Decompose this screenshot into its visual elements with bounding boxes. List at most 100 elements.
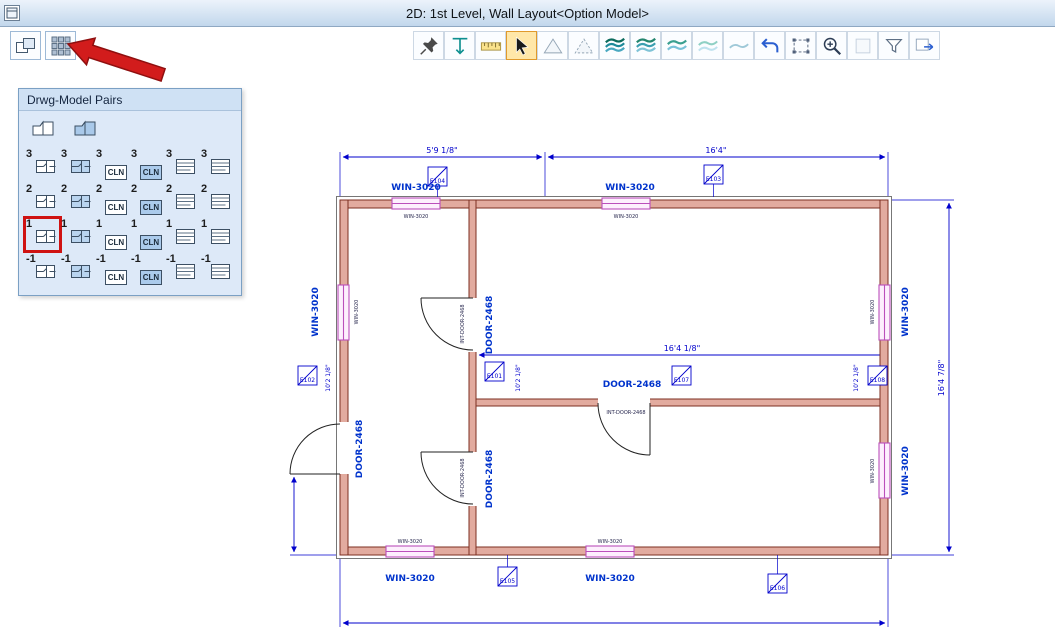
annotation-arrow-icon (66, 37, 167, 83)
pair-level-number: -1 (26, 253, 36, 265)
fence-button[interactable] (568, 31, 599, 60)
selection-box-icon (792, 37, 809, 54)
main-toolbar (413, 31, 940, 60)
svg-text:INT-DOOR-2468: INT-DOOR-2468 (460, 458, 466, 497)
stack-pair-icon (211, 229, 230, 244)
pair-model-icon (74, 120, 96, 136)
drwg-model-pairs-button[interactable] (10, 31, 41, 60)
drawing-canvas[interactable]: E104 E103 E102 E101 E107 E108 E105 E106 … (280, 140, 970, 636)
polygon-button[interactable] (537, 31, 568, 60)
tag-bottom-right: E106 (767, 555, 788, 594)
pair-cell-2-0[interactable]: 2 (25, 183, 60, 216)
app-icon[interactable] (4, 5, 20, 21)
svg-text:5'9 1/8": 5'9 1/8" (426, 146, 457, 155)
svg-text:E104: E104 (430, 178, 445, 185)
svg-text:E107: E107 (674, 377, 689, 384)
tag-bottom-left: E105 (497, 555, 518, 587)
pair-cell-3-1[interactable]: 3 (60, 148, 95, 181)
vertical-measure-icon (452, 37, 467, 55)
selection-box-button[interactable] (785, 31, 816, 60)
pair-cell--1-4[interactable]: -1 (165, 253, 200, 286)
svg-text:WIN-3020: WIN-3020 (614, 214, 639, 220)
pair-level-number: -1 (131, 253, 141, 265)
pair-cell-2-5[interactable]: 2 (200, 183, 235, 216)
svg-text:10'2 1/8": 10'2 1/8" (515, 364, 522, 392)
plan-pair-icon (36, 160, 56, 173)
surface-stack-mid-button[interactable] (630, 31, 661, 60)
pair-cell-2-4[interactable]: 2 (165, 183, 200, 216)
pair-cell-2-1[interactable]: 2 (60, 183, 95, 216)
pair-cell--1-5[interactable]: -1 (200, 253, 235, 286)
surface-single-button[interactable] (723, 31, 754, 60)
vertical-measure-button[interactable] (444, 31, 475, 60)
svg-text:DOOR-2468: DOOR-2468 (355, 420, 365, 479)
svg-text:WIN-3020: WIN-3020 (354, 300, 360, 325)
palette-title[interactable]: Drwg-Model Pairs (19, 89, 241, 111)
pair-cell--1-1[interactable]: -1 (60, 253, 95, 286)
svg-text:WIN-3020: WIN-3020 (901, 446, 911, 496)
svg-text:INT-DOOR-2468: INT-DOOR-2468 (606, 410, 645, 416)
tag-top-left: E104 (427, 166, 448, 197)
filter-icon (884, 38, 903, 53)
tiny-annotations: WIN-3020 WIN-3020 WIN-3020 WIN-3020 WIN-… (354, 214, 876, 545)
select-arrow-button[interactable] (506, 31, 537, 60)
blank-button[interactable] (847, 31, 878, 60)
surface-stack-light-button[interactable] (661, 31, 692, 60)
pair-cell-1-4[interactable]: 1 (165, 218, 200, 251)
surface-pair-button[interactable] (692, 31, 723, 60)
svg-text:E101: E101 (487, 373, 502, 380)
blank-icon (855, 38, 870, 53)
pair-cell--1-0[interactable]: -1 (25, 253, 60, 286)
svg-text:WIN-3020: WIN-3020 (585, 574, 635, 584)
tag-interior: E101 (484, 361, 505, 382)
pair-cell-1-5[interactable]: 1 (200, 218, 235, 251)
surface-stack-icon (666, 39, 687, 50)
ruler-icon (480, 41, 501, 51)
zoom-in-button[interactable] (816, 31, 847, 60)
pair-drawing-button[interactable] (28, 117, 58, 141)
pair-cell-1-1[interactable]: 1 (60, 218, 95, 251)
pair-level-number: 1 (61, 218, 68, 230)
export-view-button[interactable] (909, 31, 940, 60)
pushpin-icon (419, 36, 438, 55)
pair-level-number: 1 (26, 218, 33, 230)
pair-level-number: -1 (201, 253, 211, 265)
svg-text:WIN-3020: WIN-3020 (870, 459, 876, 484)
pair-cell-3-4[interactable]: 3 (165, 148, 200, 181)
plan-pair-icon (71, 265, 91, 278)
doors (289, 297, 651, 505)
undo-button[interactable] (754, 31, 785, 60)
pair-level-number: 2 (26, 183, 33, 195)
stack-pair-icon (211, 194, 230, 209)
ruler-button[interactable] (475, 31, 506, 60)
surface-stack-dark-button[interactable] (599, 31, 630, 60)
pair-cell-3-5[interactable]: 3 (200, 148, 235, 181)
filter-button[interactable] (878, 31, 909, 60)
pair-level-number: 2 (201, 183, 208, 195)
pair-cell-3-0[interactable]: 3 (25, 148, 60, 181)
pair-level-number: 3 (201, 148, 208, 160)
svg-text:WIN-3020: WIN-3020 (605, 183, 655, 193)
pair-drawing-icon (32, 120, 54, 136)
svg-text:DOOR-2468: DOOR-2468 (603, 380, 662, 390)
pair-model-button[interactable] (70, 117, 100, 141)
plan-pair-icon (36, 195, 56, 208)
svg-text:WIN-3020: WIN-3020 (311, 287, 321, 337)
surface-stack-icon (635, 37, 656, 52)
pair-cell-1-0[interactable]: 1 (23, 216, 62, 253)
pair-level-number: -1 (61, 253, 71, 265)
pushpin-button[interactable] (413, 31, 444, 60)
plan-pair-icon (71, 230, 91, 243)
